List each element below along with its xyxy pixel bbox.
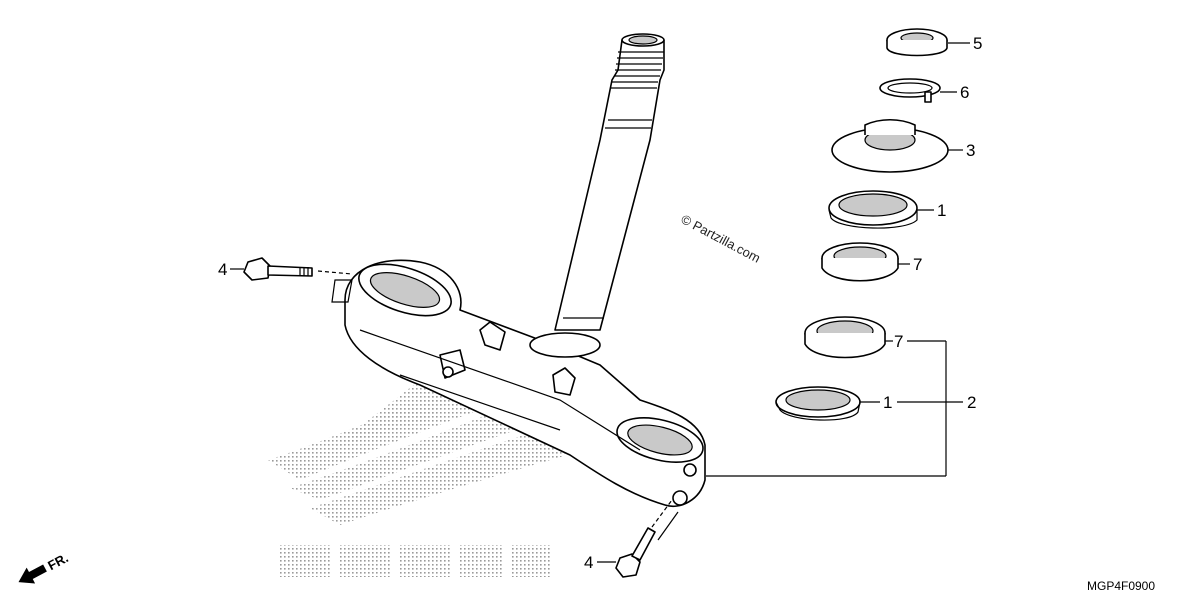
pinch-bolt-upper [243, 257, 353, 303]
dust-seal-upper [828, 190, 934, 229]
bearing-lower [804, 316, 893, 359]
pinch-bolt-lower [615, 499, 679, 578]
partzilla-watermark: © Partzilla.com [679, 211, 763, 265]
callout-1-upper: 1 [937, 201, 946, 220]
callout-6: 6 [960, 83, 969, 102]
front-direction-indicator: FR. [18, 550, 71, 584]
callout-4-upper: 4 [218, 260, 227, 279]
bottom-bridge [344, 259, 706, 507]
dust-seal-lower [775, 386, 880, 421]
direction-label: FR. [45, 550, 71, 573]
lock-nut [886, 28, 970, 57]
honda-logo-text [280, 545, 552, 577]
callout-3: 3 [966, 141, 975, 160]
bearing-upper [821, 242, 910, 282]
diagram-code: MGP4F0900 [1087, 579, 1155, 593]
callout-7-lower: 7 [894, 332, 903, 351]
callout-7-upper: 7 [913, 255, 922, 274]
front-arrow-icon [18, 564, 47, 584]
callout-1-lower: 1 [883, 393, 892, 412]
callout-4-lower: 4 [584, 553, 593, 572]
callout-2: 2 [967, 393, 976, 412]
lock-washer [879, 78, 957, 103]
steering-stem [554, 33, 665, 331]
callout-5: 5 [973, 34, 982, 53]
kit-bracket [706, 340, 963, 477]
adjusting-nut [831, 118, 963, 173]
